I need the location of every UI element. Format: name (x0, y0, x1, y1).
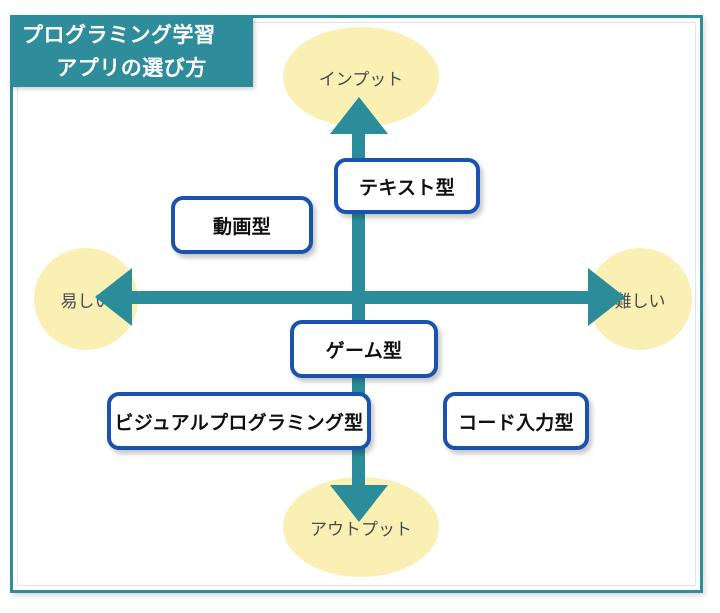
axis-pole-input-label: インプット (318, 69, 404, 90)
node-code-input-type-label: コード入力型 (458, 411, 574, 434)
arrow-down-icon (330, 485, 388, 522)
axis-pole-input: インプット (283, 27, 439, 127)
node-text-type: テキスト型 (334, 158, 480, 214)
node-game-type-label: ゲーム型 (325, 339, 403, 362)
arrow-left-icon (95, 268, 132, 326)
node-game-type: ゲーム型 (290, 320, 438, 378)
node-code-input-type: コード入力型 (443, 392, 589, 450)
axis-pole-difficult-label: 難しい (614, 291, 666, 312)
title-banner: プログラミング学習 アプリの選び方 (10, 15, 253, 87)
node-video-type-label: 動画型 (213, 215, 271, 238)
node-visual-programming-type: ビジュアルプログラミング型 (107, 392, 371, 450)
axis-pole-output-label: アウトプット (310, 519, 412, 540)
node-video-type: 動画型 (171, 196, 313, 254)
horizontal-axis-line (128, 291, 593, 304)
title-line-2: アプリの選び方 (56, 56, 207, 80)
arrow-up-icon (330, 97, 388, 134)
node-text-type-label: テキスト型 (359, 176, 455, 199)
title-line-1: プログラミング学習 (22, 23, 216, 47)
arrow-right-icon (588, 268, 625, 326)
node-visual-programming-type-label: ビジュアルプログラミング型 (114, 411, 364, 434)
